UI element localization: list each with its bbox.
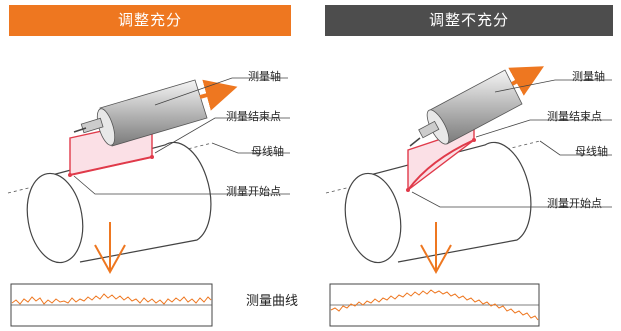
leader-measure-end-left bbox=[154, 117, 290, 154]
cylinder-left bbox=[26, 141, 212, 264]
right-diagram bbox=[325, 66, 612, 327]
label-measure-axis-left: 测量轴 bbox=[248, 70, 281, 83]
label-measure-start-left: 测量开始点 bbox=[226, 185, 281, 198]
leader-measure-end-right bbox=[475, 119, 612, 138]
label-generatrix-axis-left: 母线轴 bbox=[251, 145, 284, 158]
curve-trace-right bbox=[330, 289, 539, 321]
leader-measure-axis-left bbox=[154, 77, 288, 106]
measure-end-point-left bbox=[150, 155, 154, 159]
measure-start-point-right bbox=[406, 188, 410, 192]
leader-measure-start-left bbox=[73, 175, 290, 195]
leader-generatrix-left bbox=[211, 142, 290, 154]
header-inadequate: 调整不充分 bbox=[325, 5, 613, 36]
down-arrow-right bbox=[420, 222, 452, 275]
leader-measure-axis-right bbox=[494, 79, 612, 93]
measure-end-point-right bbox=[472, 138, 476, 142]
left-diagram bbox=[7, 77, 290, 327]
cylinder-right bbox=[344, 141, 532, 264]
label-measure-end-left: 测量结束点 bbox=[226, 110, 281, 123]
probe-right bbox=[409, 66, 544, 147]
leader-generatrix-right bbox=[539, 140, 612, 156]
label-measure-curve: 测量曲线 bbox=[246, 294, 299, 309]
down-arrow-left bbox=[94, 222, 126, 275]
measure-start-point-left bbox=[68, 173, 72, 177]
curve-trace-left bbox=[11, 293, 212, 305]
leader-measure-start-right bbox=[411, 191, 612, 208]
header-adequate: 调整充分 bbox=[9, 5, 291, 36]
